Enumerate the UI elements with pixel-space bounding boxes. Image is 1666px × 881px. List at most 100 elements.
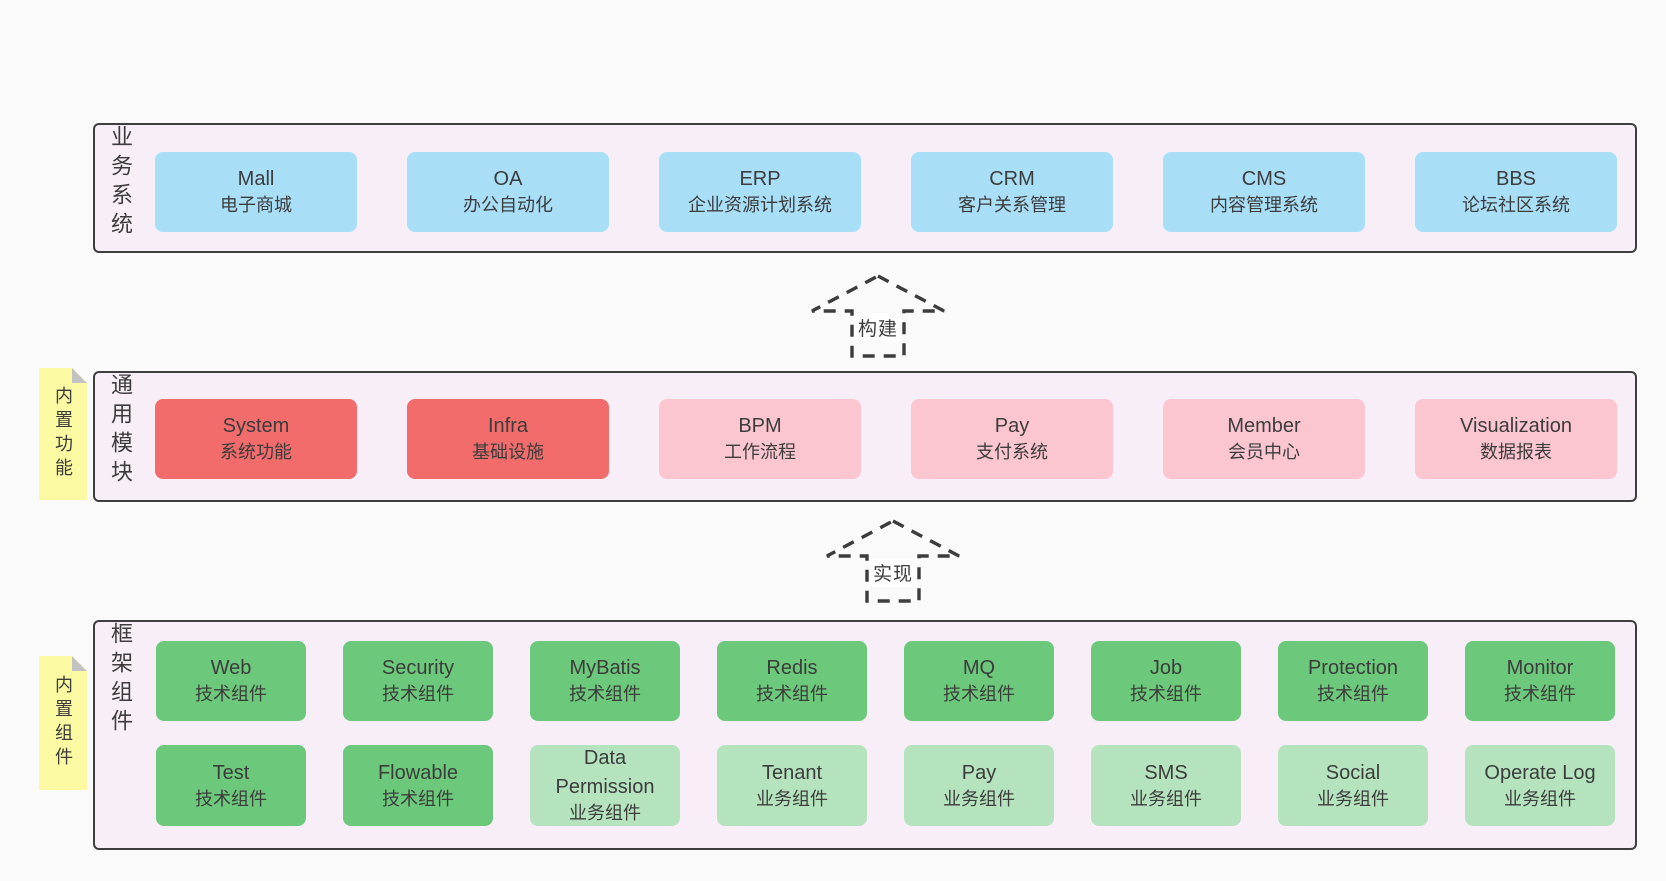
box-subtitle: 业务组件 (1317, 788, 1389, 809)
layer-label-modules: 通用模块 (108, 373, 133, 489)
box-title: ERP (739, 168, 781, 191)
box-title: SMS (1144, 761, 1188, 784)
box-title: CMS (1241, 168, 1287, 191)
box-mybatis: MyBatis 技术组件 (530, 641, 680, 721)
box-title: Job (1149, 657, 1183, 680)
box-title: Visualization (1460, 415, 1572, 438)
box-title: Data Permission (555, 747, 655, 798)
sticky-label-builtin-components: 内置组件 (53, 675, 73, 771)
box-subtitle: 业务组件 (569, 803, 641, 824)
box-subtitle: 技术组件 (195, 788, 267, 809)
box-subtitle: 技术组件 (382, 788, 454, 809)
box-bpm: BPM 工作流程 (659, 399, 861, 479)
box-title: Member (1227, 415, 1301, 438)
box-subtitle: 支付系统 (976, 442, 1048, 463)
box-test: Test 技术组件 (156, 745, 306, 826)
box-monitor: Monitor 技术组件 (1465, 641, 1615, 721)
box-cms: CMS 内容管理系统 (1163, 152, 1365, 232)
box-subtitle: 基础设施 (472, 442, 544, 463)
box-job: Job 技术组件 (1091, 641, 1241, 721)
box-subtitle: 技术组件 (195, 684, 267, 705)
box-system: System 系统功能 (155, 399, 357, 479)
box-title: MQ (962, 657, 996, 680)
box-subtitle: 业务组件 (943, 788, 1015, 809)
implement-arrow-label: 实现 (868, 558, 918, 587)
box-subtitle: 技术组件 (569, 684, 641, 705)
box-flowable: Flowable 技术组件 (343, 745, 493, 826)
box-subtitle: 技术组件 (1130, 684, 1202, 705)
box-subtitle: 技术组件 (756, 684, 828, 705)
box-subtitle: 系统功能 (220, 442, 292, 463)
modules-box-row: System 系统功能 Infra 基础设施 BPM 工作流程 Pay 支付系统 Member 会… (155, 399, 1617, 479)
box-tenant: Tenant 业务组件 (717, 745, 867, 826)
box-erp: ERP 企业资源计划系统 (659, 152, 861, 232)
box-title: OA (493, 168, 523, 191)
build-arrow: 构建 (808, 273, 948, 359)
box-subtitle: 办公自动化 (463, 195, 553, 216)
box-pay-module: Pay 支付系统 (911, 399, 1113, 479)
sticky-note-builtin-components: 内置组件 (39, 656, 87, 790)
box-title: BPM (738, 415, 782, 438)
box-subtitle: 会员中心 (1228, 442, 1300, 463)
box-title: Mall (237, 168, 275, 191)
box-subtitle: 工作流程 (724, 442, 796, 463)
box-sms: SMS 业务组件 (1091, 745, 1241, 826)
box-subtitle: 企业资源计划系统 (688, 195, 832, 216)
box-title: Security (381, 657, 455, 680)
box-title: Monitor (1506, 657, 1574, 680)
box-oa: OA 办公自动化 (407, 152, 609, 232)
box-member: Member 会员中心 (1163, 399, 1365, 479)
box-title: Pay (961, 761, 997, 784)
box-subtitle: 业务组件 (756, 788, 828, 809)
layer-label-business: 业务系统 (108, 125, 133, 241)
build-arrow-label: 构建 (853, 313, 903, 342)
box-title: Infra (487, 415, 529, 438)
implement-arrow: 实现 (823, 518, 963, 604)
box-web: Web 技术组件 (156, 641, 306, 721)
box-title: Social (1325, 761, 1381, 784)
box-subtitle: 业务组件 (1130, 788, 1202, 809)
box-title: Web (210, 657, 252, 680)
box-subtitle: 内容管理系统 (1210, 195, 1318, 216)
box-title: BBS (1495, 168, 1537, 191)
box-security: Security 技术组件 (343, 641, 493, 721)
box-bbs: BBS 论坛社区系统 (1415, 152, 1617, 232)
box-title: Test (212, 761, 250, 784)
box-subtitle: 技术组件 (1504, 684, 1576, 705)
box-title: Protection (1307, 657, 1399, 680)
box-redis: Redis 技术组件 (717, 641, 867, 721)
sticky-note-builtin-functions: 内置功能 (39, 368, 87, 500)
box-title: Pay (994, 415, 1030, 438)
box-infra: Infra 基础设施 (407, 399, 609, 479)
box-subtitle: 论坛社区系统 (1462, 195, 1570, 216)
box-operate-log: Operate Log 业务组件 (1465, 745, 1615, 826)
box-mq: MQ 技术组件 (904, 641, 1054, 721)
box-title: System (222, 415, 290, 438)
box-subtitle: 业务组件 (1504, 788, 1576, 809)
box-title: Tenant (761, 761, 823, 784)
box-data-permission: Data Permission 业务组件 (530, 745, 680, 826)
layer-common-modules: 通用模块 System 系统功能 Infra 基础设施 BPM 工作流程 Pay 支付系统 Me… (93, 371, 1637, 502)
box-title: Operate Log (1484, 761, 1596, 784)
box-subtitle: 数据报表 (1480, 442, 1552, 463)
box-subtitle: 技术组件 (382, 684, 454, 705)
box-title: Flowable (377, 761, 459, 784)
box-title: Redis (766, 657, 818, 680)
box-title: MyBatis (569, 657, 641, 680)
box-subtitle: 技术组件 (943, 684, 1015, 705)
box-mall: Mall 电子商城 (155, 152, 357, 232)
layer-label-components: 框架组件 (108, 622, 133, 738)
box-pay-component: Pay 业务组件 (904, 745, 1054, 826)
box-subtitle: 客户关系管理 (958, 195, 1066, 216)
box-social: Social 业务组件 (1278, 745, 1428, 826)
box-subtitle: 电子商城 (220, 195, 292, 216)
sticky-label-builtin-functions: 内置功能 (53, 386, 73, 482)
box-visualization: Visualization 数据报表 (1415, 399, 1617, 479)
box-subtitle: 技术组件 (1317, 684, 1389, 705)
